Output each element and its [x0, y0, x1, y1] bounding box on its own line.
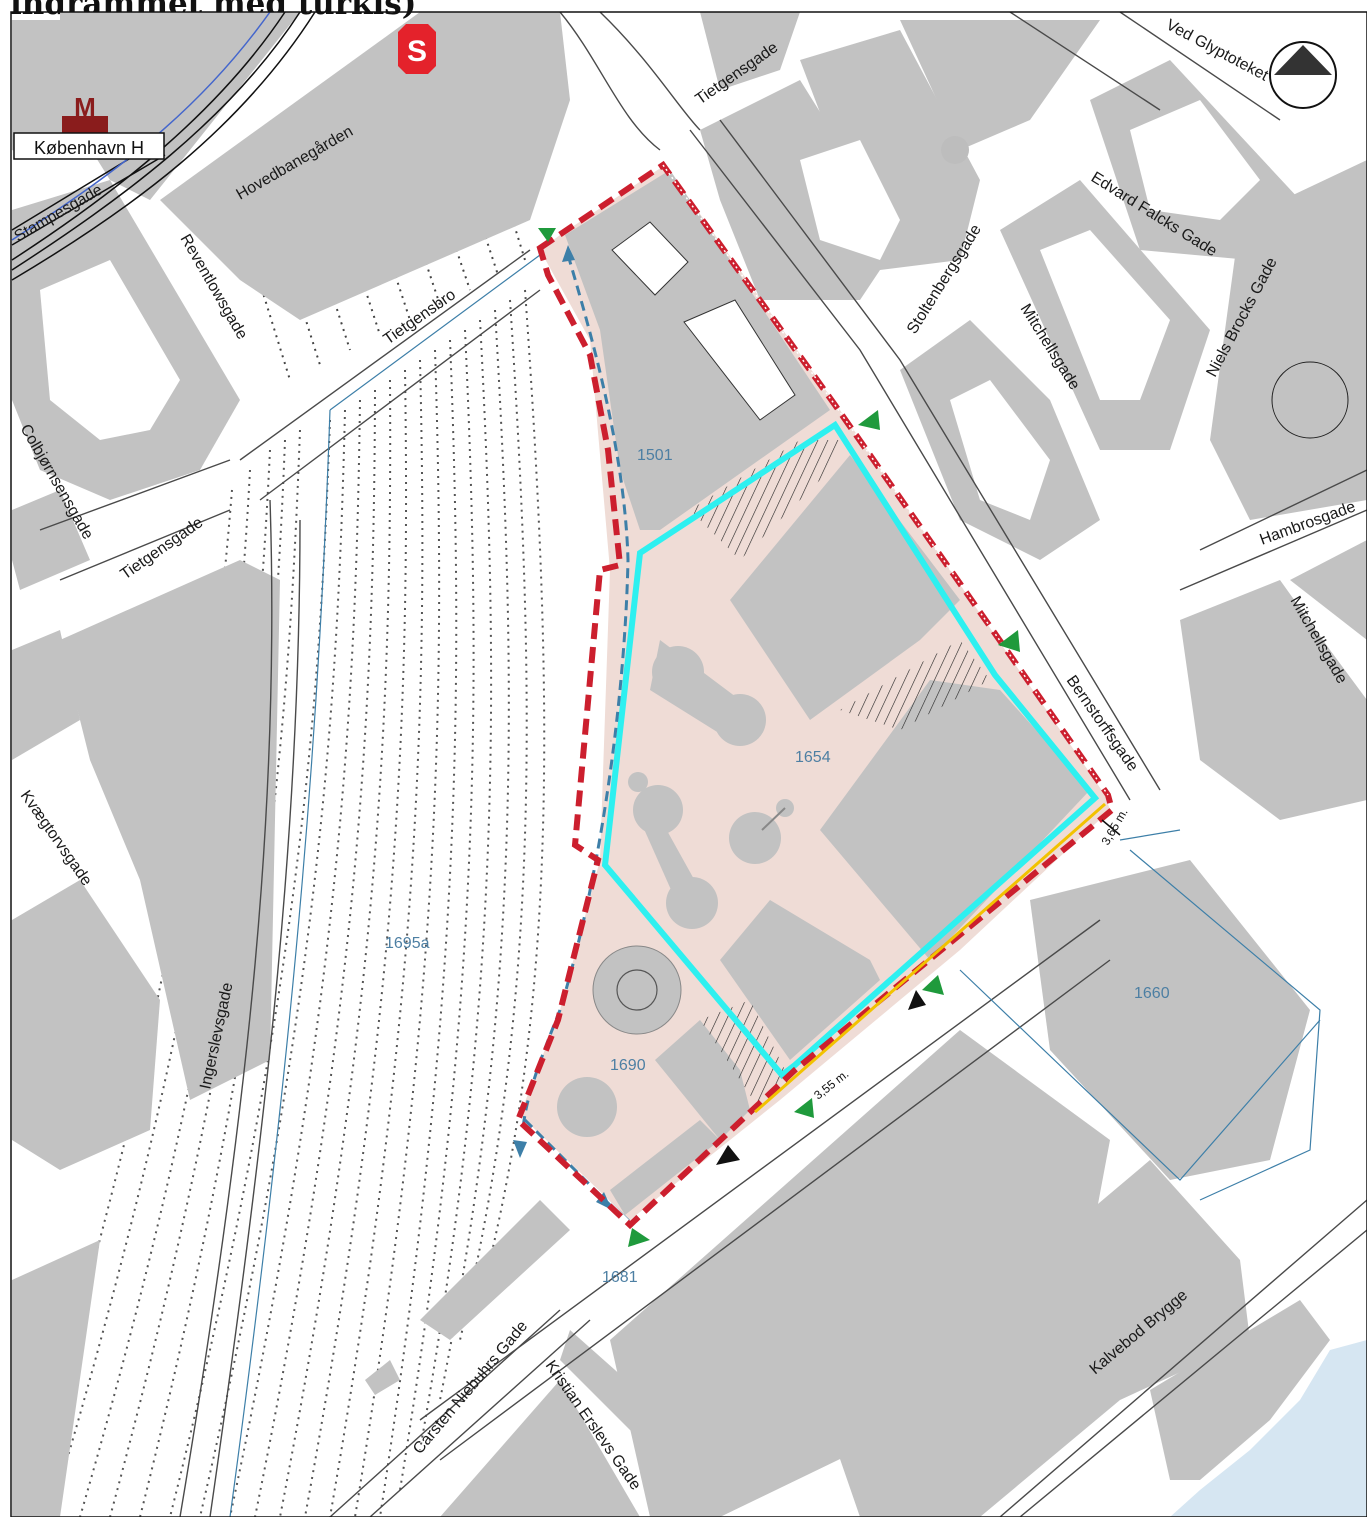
round-tower: [941, 136, 969, 164]
entry-arrow-icon: [628, 1228, 650, 1247]
courtyards: [40, 100, 1260, 520]
round-building-ring: [1271, 361, 1349, 439]
parcel-1695a: 1695a: [385, 935, 430, 952]
measure-label-2: 3,55 m.: [811, 1067, 851, 1103]
parcel-labels: 1501 1654 1695a 1690 1660 1681: [385, 447, 1170, 1286]
metro-base: [62, 116, 108, 134]
map-frame: [10, 11, 1367, 1517]
street-tietgensgade-left: Tietgensgade: [118, 514, 207, 583]
north-arrow: [1269, 41, 1337, 109]
parcel-1660: 1660: [1134, 985, 1170, 1002]
building-line: [754, 802, 1106, 1114]
entry-arrow-icon: [998, 630, 1020, 652]
measure-arrows: [716, 990, 926, 1165]
boundary-inner-dots: [662, 164, 1109, 796]
entry-arrow-icon: [922, 975, 944, 995]
parcel-1690: 1690: [610, 1057, 646, 1074]
ring-building-outer: [592, 945, 682, 1035]
road-edges: [39, 12, 1367, 1517]
station-label: København H: [34, 138, 144, 158]
sub-area-outline: [601, 420, 1100, 1080]
s-train-icon: [398, 24, 436, 74]
path-arrow-down-icon: [513, 1140, 527, 1158]
parcel-1681: 1681: [602, 1269, 638, 1286]
black-arrow-icon: [908, 990, 926, 1010]
north-arrow-icon: [1274, 45, 1332, 75]
path-arrow-up-icon: [562, 245, 575, 262]
metro-station: M København H: [13, 92, 165, 160]
station-label-box: [13, 132, 165, 160]
s-train-station: S: [398, 24, 436, 74]
round-building: [1262, 352, 1358, 448]
site-boundary: [514, 160, 1116, 1230]
entry-arrow-icon: [538, 228, 556, 242]
access-arrows: [538, 228, 1020, 1247]
hatched-areas: [690, 440, 990, 1110]
street-kvaegtorvsgade: Kvægtorvsgade: [17, 788, 95, 890]
buildings: [12, 12, 1367, 1517]
metro-m-icon: M: [74, 92, 96, 122]
entry-arrow-icon: [858, 410, 880, 430]
parcel-1501: 1501: [637, 447, 673, 464]
ring-building-inner: [616, 969, 658, 1011]
black-arrow-icon: [716, 1145, 740, 1165]
path-arrow-right-icon: [596, 1192, 612, 1210]
site-building-cutouts: [611, 221, 796, 421]
parcel-1654: 1654: [795, 749, 831, 766]
measure-line: [1101, 819, 1121, 836]
harbour-water: [1170, 1340, 1367, 1517]
rail-yard: [120, 240, 600, 1517]
entry-arrow-icon: [794, 1098, 814, 1118]
s-train-label: S: [407, 35, 427, 68]
